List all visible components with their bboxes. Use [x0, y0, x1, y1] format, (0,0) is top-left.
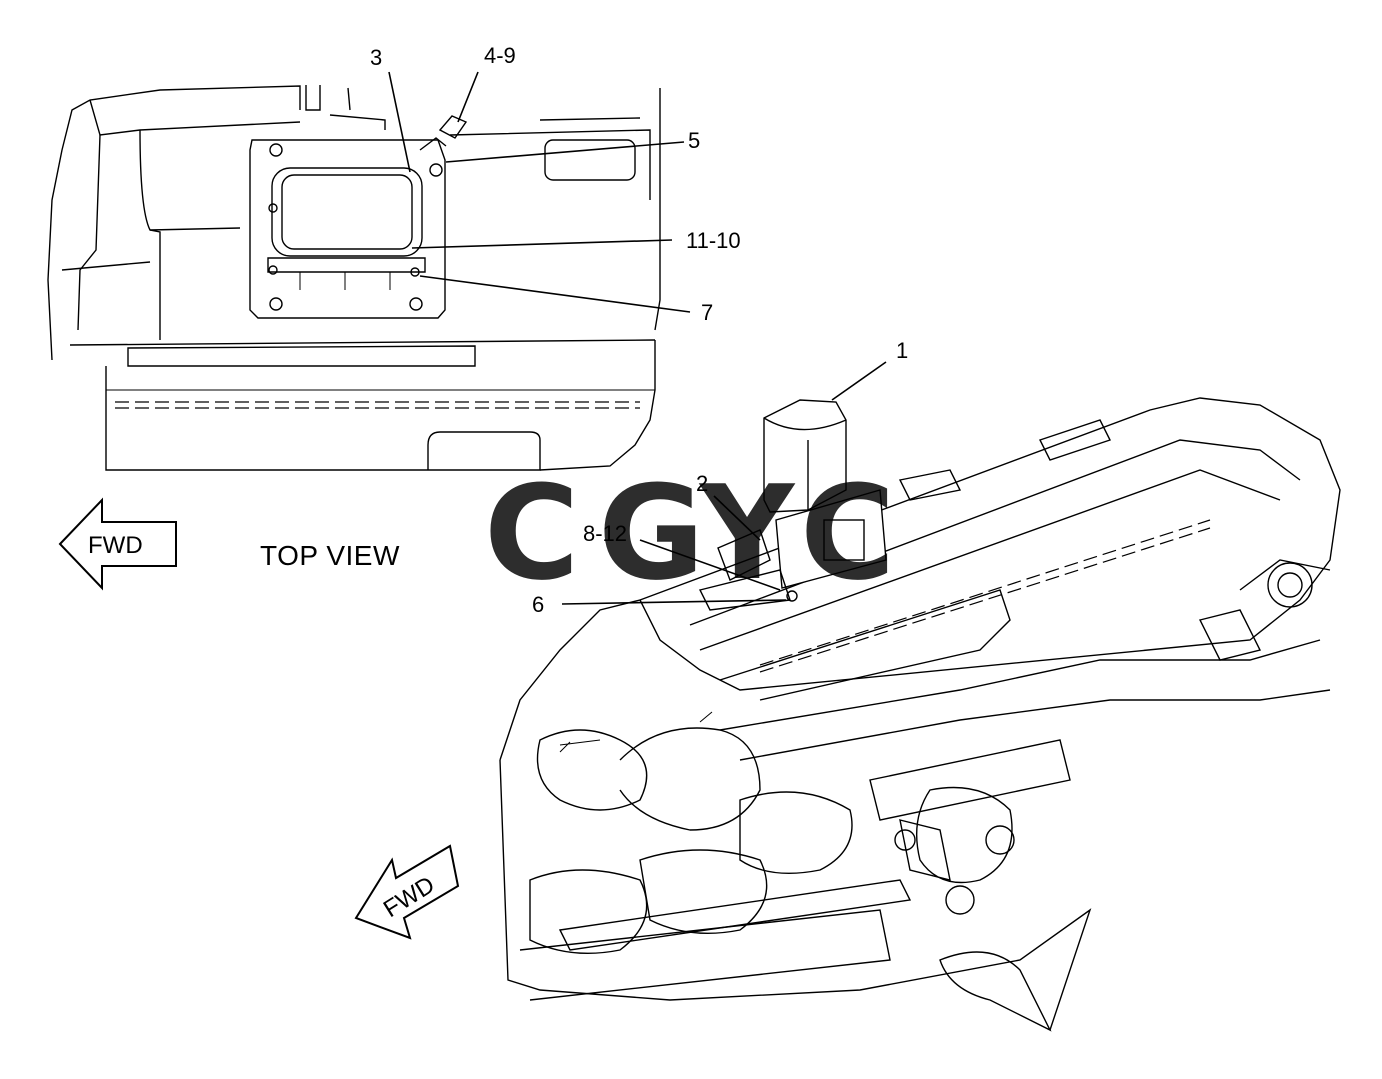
- callout-2: 2: [696, 471, 708, 496]
- callout-7: 7: [701, 300, 713, 325]
- callout-1: 1: [896, 338, 908, 363]
- callout-11-10: 11-10: [686, 228, 741, 253]
- top-view-label: TOP VIEW: [260, 540, 400, 571]
- callout-5: 5: [688, 128, 700, 153]
- engine-leaders: [561, 361, 887, 605]
- engine-isometric-drawing: [499, 397, 1341, 1032]
- fwd-arrow-top: [58, 497, 177, 591]
- callout-6: 6: [532, 592, 544, 617]
- callout-8-12: 8-12: [583, 521, 627, 546]
- watermark-letter-4: C: [800, 457, 895, 609]
- watermark-letter-1: C: [484, 457, 579, 609]
- watermark-logo: C G Y C: [484, 457, 895, 609]
- top-view-drawing: [47, 85, 661, 471]
- top-view-leaders: [388, 71, 691, 313]
- callout-4-9: 4-9: [484, 43, 516, 68]
- watermark-letter-2: G: [598, 457, 705, 609]
- callout-3: 3: [370, 45, 382, 70]
- watermark-letter-3: Y: [698, 457, 796, 609]
- fwd-label-top: FWD: [88, 532, 143, 559]
- fwd-arrow-bottom: [354, 844, 460, 940]
